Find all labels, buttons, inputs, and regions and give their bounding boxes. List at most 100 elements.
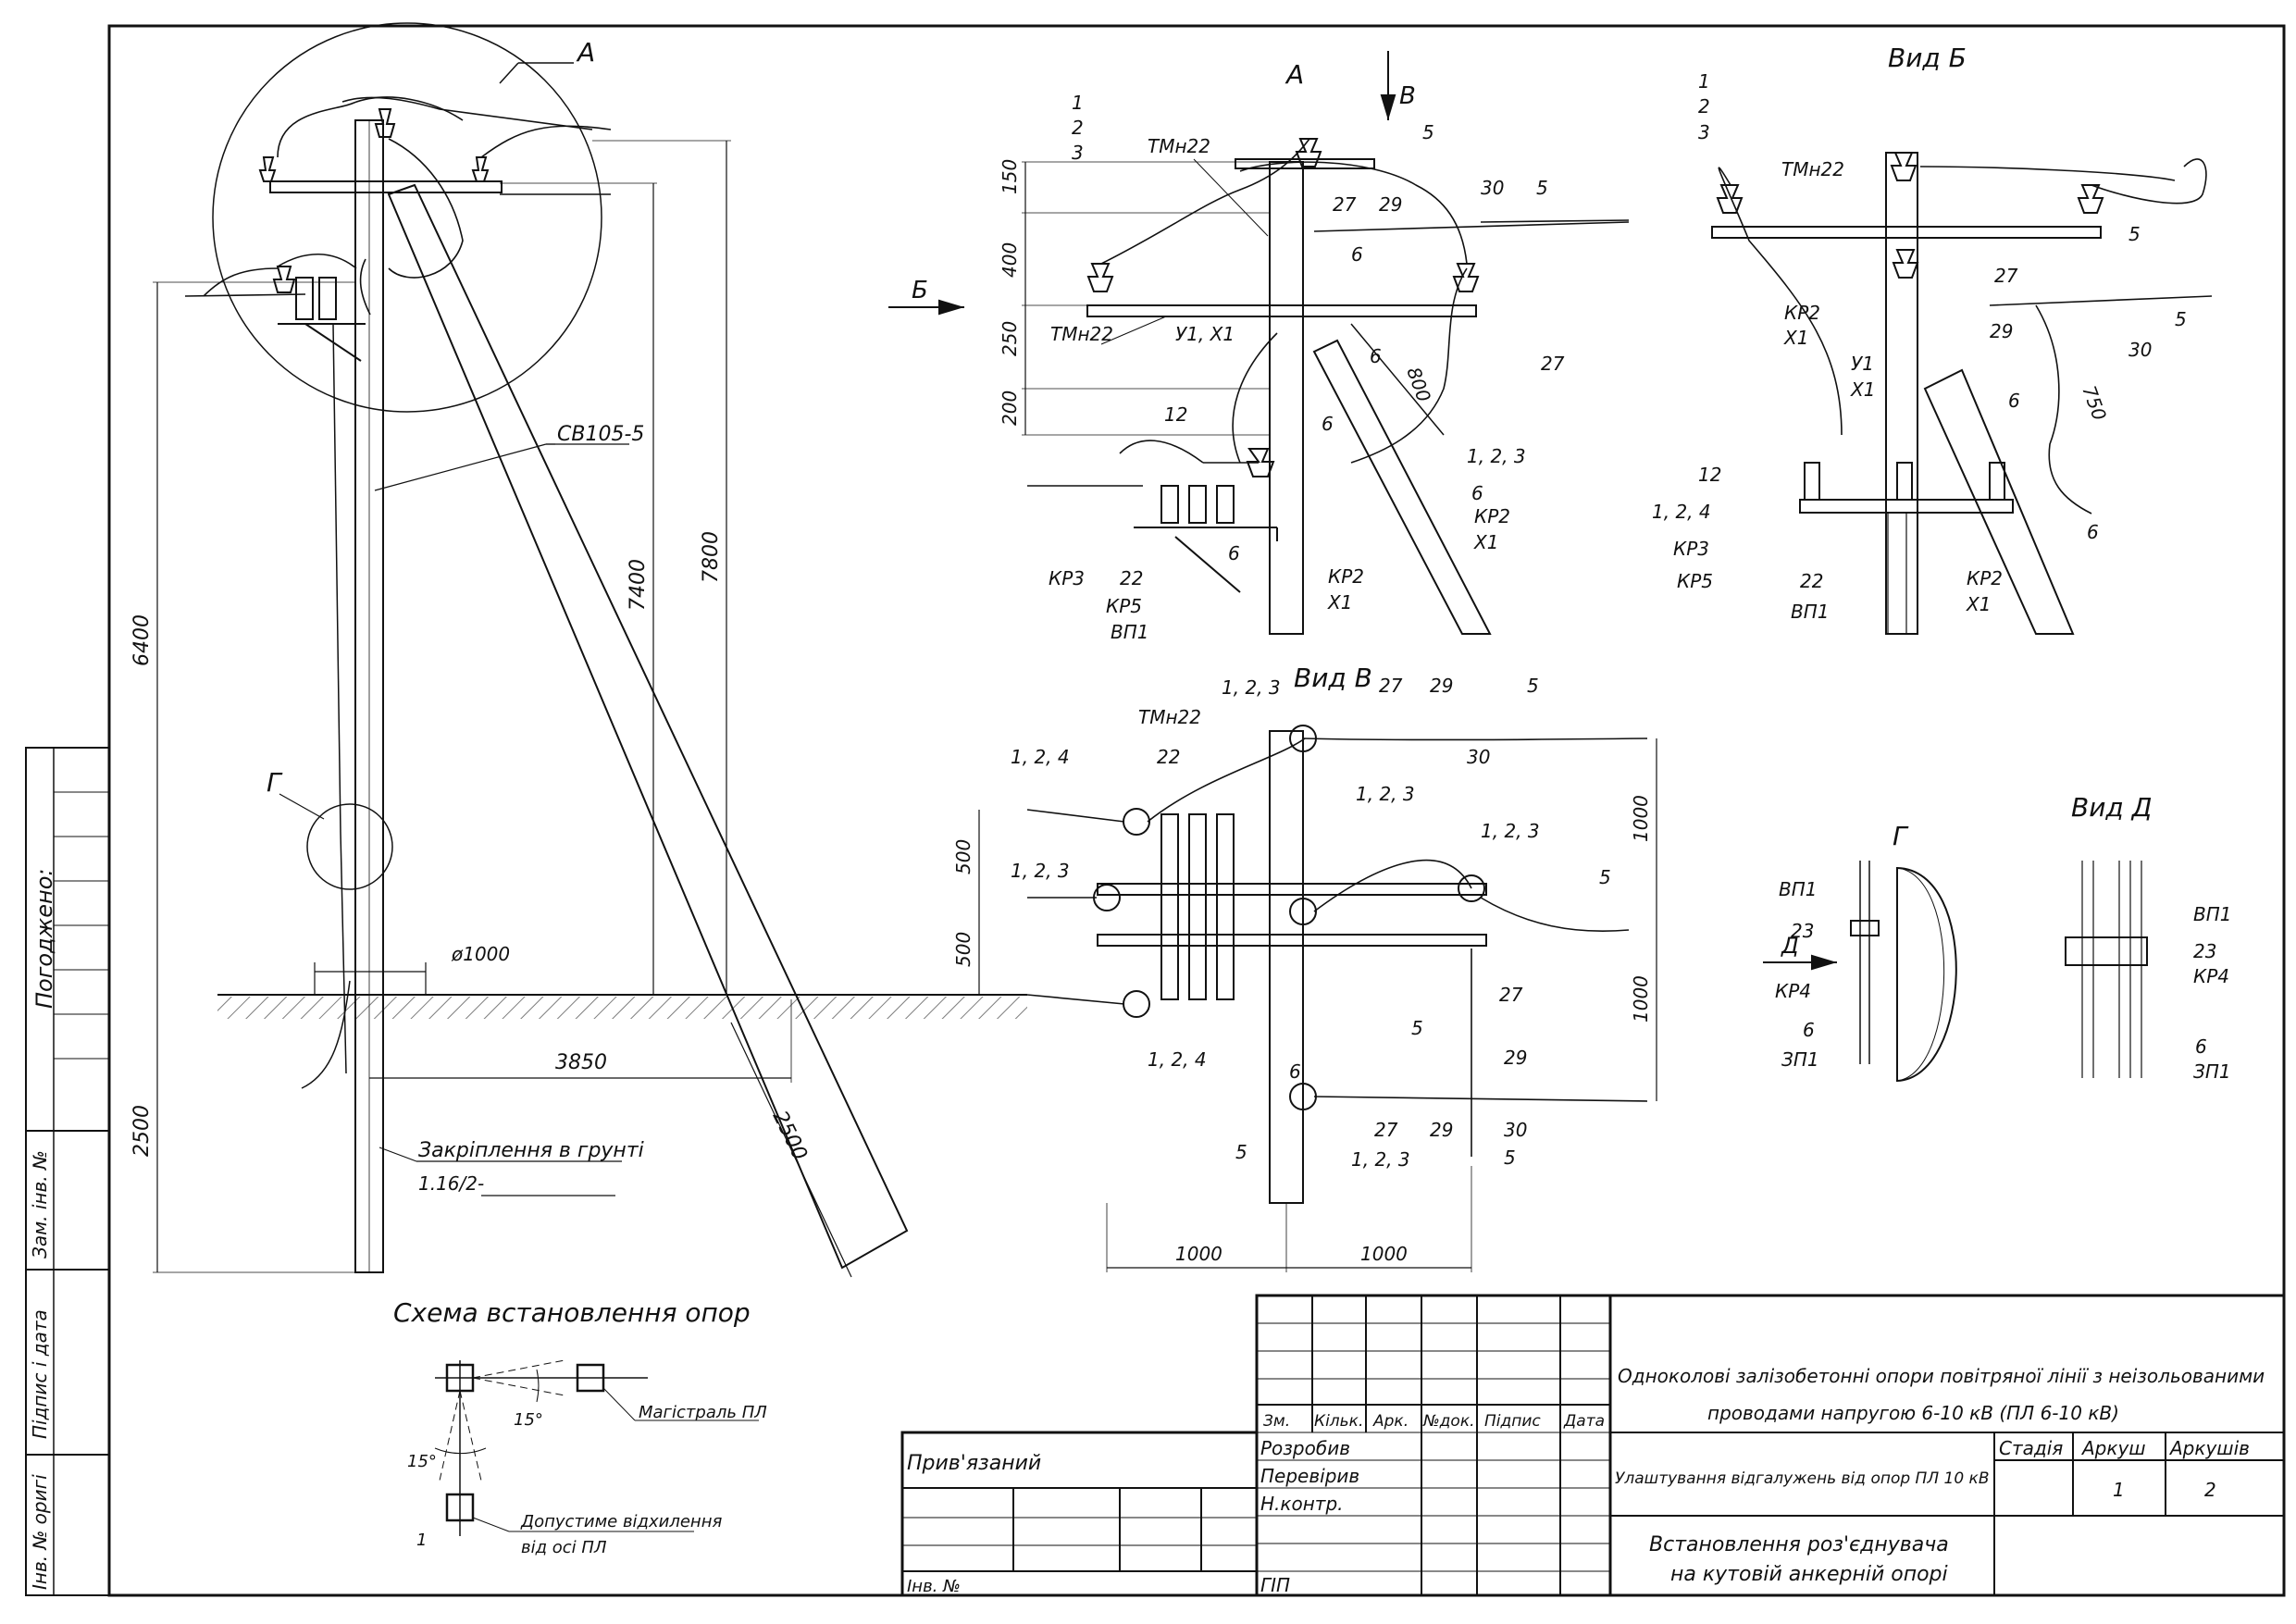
view-g-arrow: Д xyxy=(1781,933,1799,959)
vv-6: 6 xyxy=(1289,1060,1301,1083)
vb-kr2: КР2 xyxy=(1784,302,1820,324)
view-a-dim-150: 150 xyxy=(999,159,1021,194)
tb-sheet: 1 xyxy=(2113,1479,2125,1501)
inv-orig-label: Інв. № оригі xyxy=(29,1474,51,1590)
view-a-arrow-b: В xyxy=(1399,82,1416,110)
approved-label: Погоджено: xyxy=(31,869,57,1009)
vv-22: 22 xyxy=(1157,746,1180,768)
vv-d1000-b2: 1000 xyxy=(1360,1243,1408,1265)
ground-fix-ref: 1.16/2- xyxy=(418,1172,484,1195)
tb-hdr-ndoc: №док. xyxy=(1422,1412,1475,1431)
va-5b: 5 xyxy=(1536,177,1548,199)
vb-30: 30 xyxy=(2128,339,2152,361)
tb-bound: Прив'язаний xyxy=(907,1452,1041,1475)
vg-kr4: КР4 xyxy=(1775,980,1811,1002)
va-27b: 27 xyxy=(1541,353,1565,375)
view-v: Вид В 1000 xyxy=(952,663,1657,1272)
view-d-title: Вид Д xyxy=(2071,792,2153,823)
vb-x1: Х1 xyxy=(1783,327,1808,349)
view-a-arrow-side: Б xyxy=(912,277,928,304)
va-s2: 2 xyxy=(1072,117,1084,139)
dim-phi1000: ø1000 xyxy=(451,943,510,965)
tb-gip: ГІП xyxy=(1260,1574,1290,1596)
view-a-dim-200: 200 xyxy=(999,391,1021,426)
vb-s2a: 2 xyxy=(1698,95,1710,118)
vv-d1000-b1: 1000 xyxy=(1175,1243,1222,1265)
tb-sheet-h: Аркуш xyxy=(2080,1437,2146,1459)
tb-hdr-kilk: Кільк. xyxy=(1314,1412,1363,1431)
vb-27: 27 xyxy=(1994,265,2018,287)
vb-s3a: 3 xyxy=(1698,121,1710,143)
scheme-line-label: Магістраль ПЛ xyxy=(639,1403,767,1422)
vb-12: 12 xyxy=(1698,464,1721,486)
va-s3: 3 xyxy=(1072,142,1084,164)
vv-123-bottom: 1, 2, 3 xyxy=(1351,1148,1410,1171)
vv-27-mid: 27 xyxy=(1499,984,1523,1006)
view-d: Вид Д ВП1 23 КР4 6 ЗП1 xyxy=(2065,792,2231,1083)
vb-6a: 6 xyxy=(2008,390,2020,412)
va-x1b: Х1 xyxy=(1327,591,1352,614)
pole-type-label: СВ105-5 xyxy=(557,423,644,446)
vv-30-low: 30 xyxy=(1504,1119,1527,1141)
vb-124: 1, 2, 4 xyxy=(1652,501,1711,523)
view-b-side: Вид Б 1 2 3 ТМн22 КР2 Х1 У1 Х1 xyxy=(1652,43,2213,635)
va-kr2b: КР2 xyxy=(1328,565,1364,588)
tb-project-2: проводами напругою 6-10 кВ (ПЛ 6-10 кВ) xyxy=(1707,1402,2119,1424)
vb-22: 22 xyxy=(1800,570,1823,592)
dim-7400: 7400 xyxy=(627,559,650,611)
view-g: Г Д ВП1 23 КР4 6 ЗП1 xyxy=(1763,821,1957,1083)
vv-27-top: 27 xyxy=(1379,675,1403,697)
scheme-angle-b: 15° xyxy=(407,1452,437,1471)
va-6e: 6 xyxy=(1471,482,1483,504)
va-tmn22-top: ТМн22 xyxy=(1148,135,1210,157)
va-kr2a: КР2 xyxy=(1474,505,1510,527)
vb-s1a: 1 xyxy=(1698,70,1710,93)
vd-zp1: ЗП1 xyxy=(2193,1060,2231,1083)
view-a-title: А xyxy=(1285,59,1304,90)
dim-6400: 6400 xyxy=(130,614,154,666)
tb-drawing-2: на кутовій анкерній опорі xyxy=(1670,1563,1948,1586)
vv-124-a: 1, 2, 4 xyxy=(1011,746,1070,768)
vb-5a: 5 xyxy=(2128,223,2141,245)
dim-2500-left: 2500 xyxy=(130,1105,154,1157)
vv-124-b: 1, 2, 4 xyxy=(1148,1048,1207,1071)
tb-sheets: 2 xyxy=(2204,1479,2216,1501)
vv-5-low: 5 xyxy=(1411,1017,1423,1039)
vv-5-low2: 5 xyxy=(1504,1147,1516,1169)
va-123: 1, 2, 3 xyxy=(1467,445,1526,467)
dim-2500-strut: 2500 xyxy=(768,1108,812,1164)
vd-vp1: ВП1 xyxy=(2193,903,2231,925)
vv-29-top: 29 xyxy=(1430,675,1453,697)
va-5a: 5 xyxy=(1422,121,1434,143)
vg-zp1: ЗП1 xyxy=(1781,1048,1819,1071)
va-kr3: КР3 xyxy=(1049,567,1085,589)
view-a-dim-800: 800 xyxy=(1402,365,1435,405)
vb-kr3: КР3 xyxy=(1673,538,1709,560)
scheme-deviation-2: від осі ПЛ xyxy=(521,1538,607,1557)
vv-123-b: 1, 2, 3 xyxy=(1356,783,1415,805)
va-12: 12 xyxy=(1164,403,1187,426)
va-kr5: КР5 xyxy=(1106,595,1142,617)
vv-29-mid: 29 xyxy=(1504,1047,1527,1069)
view-a-dim-250: 250 xyxy=(999,321,1021,356)
tb-sheets-h: Аркушів xyxy=(2168,1437,2250,1459)
va-tmn22-bottom: ТМн22 xyxy=(1050,323,1113,345)
scheme-angle-a: 15° xyxy=(514,1410,543,1430)
tb-hdr-date: Дата xyxy=(1563,1412,1605,1431)
va-22: 22 xyxy=(1120,567,1143,589)
vg-vp1: ВП1 xyxy=(1779,878,1817,900)
va-x1a: Х1 xyxy=(1473,531,1498,553)
va-27a: 27 xyxy=(1333,193,1357,216)
vv-30-top: 30 xyxy=(1467,746,1490,768)
callout-a: А xyxy=(576,37,595,68)
vv-5-top: 5 xyxy=(1527,675,1539,697)
vg-23: 23 xyxy=(1791,920,1814,942)
sign-date-label: Підпис і дата xyxy=(29,1309,51,1439)
tb-hdr-sign: Підпис xyxy=(1484,1412,1541,1431)
view-g-title: Г xyxy=(1893,821,1909,851)
installation-scheme: Схема встановлення опор 15° 15° Магістра… xyxy=(393,1297,767,1557)
tb-drawing-1: Встановлення роз'єднувача xyxy=(1649,1533,1949,1556)
vb-tmn22: ТМн22 xyxy=(1781,158,1844,180)
main-strut xyxy=(387,183,909,1270)
title-block xyxy=(900,1294,2286,1597)
